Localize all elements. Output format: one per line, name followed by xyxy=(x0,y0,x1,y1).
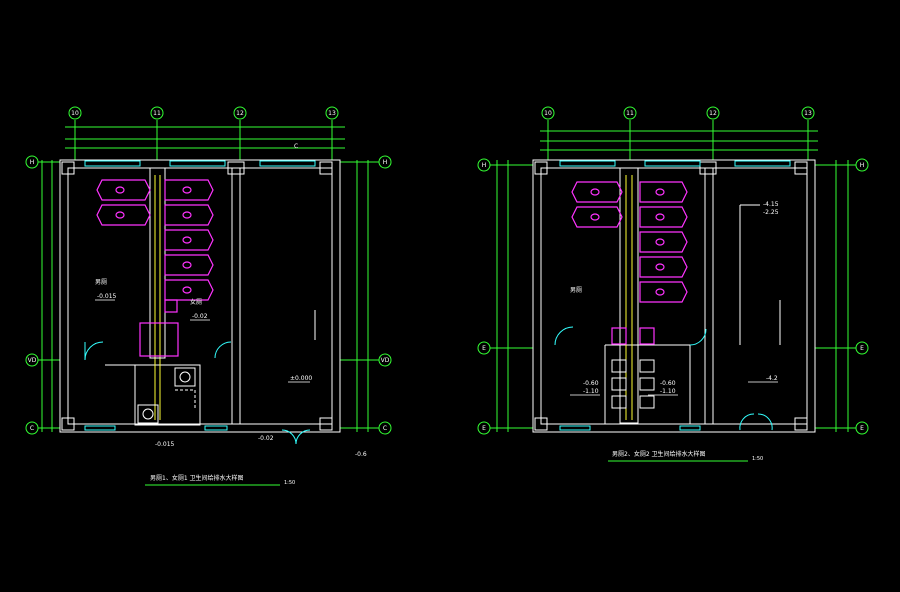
axis-label-top: 12 xyxy=(236,110,244,117)
axis-label-side: C xyxy=(383,425,387,432)
room-label: 男厕 xyxy=(570,287,582,294)
axis-label-side: H xyxy=(383,159,388,166)
elevation-label: -0.60 xyxy=(660,380,676,387)
elevation-label: -4.2 xyxy=(766,375,778,382)
axis-label-side: E xyxy=(482,345,486,352)
axis-label-top: 12 xyxy=(709,110,717,117)
axis-label-side: E xyxy=(860,345,864,352)
axis-label-side: E xyxy=(860,425,864,432)
elevation-label: -2.25 xyxy=(763,209,779,216)
axis-label-top: 10 xyxy=(71,110,79,117)
section-mark: C xyxy=(294,143,298,150)
axis-label-top: 11 xyxy=(153,110,161,117)
axis-label-side: H xyxy=(30,159,35,166)
drawing-scale: 1:50 xyxy=(284,480,295,486)
elevation-label: -0.02 xyxy=(258,435,274,442)
plan-left: 10 11 12 13 H VD C H VD C xyxy=(25,106,392,486)
axis-label-side: H xyxy=(482,162,487,169)
elevation-label: -0.6 xyxy=(355,451,367,458)
drawing-title: 男厕2、女厕2 卫生间给排水大样图 xyxy=(612,450,706,458)
axis-label-top: 13 xyxy=(804,110,812,117)
elevation-label: -4.15 xyxy=(763,201,779,208)
axis-label-side: E xyxy=(482,425,486,432)
drawing-title: 男厕1、女厕1 卫生间给排水大样图 xyxy=(150,474,244,482)
drawing-scale: 1:50 xyxy=(752,456,763,462)
elevation-label: -1.10 xyxy=(583,388,599,395)
axis-label-top: 10 xyxy=(544,110,552,117)
axis-label-side: VD xyxy=(28,357,37,364)
elevation-label: -0.02 xyxy=(192,313,208,320)
axis-label-side: C xyxy=(30,425,34,432)
elevation-label: -0.60 xyxy=(583,380,599,387)
room-label: 女厕 xyxy=(190,298,202,306)
elevation-label: ±0.000 xyxy=(290,375,312,382)
room-label: 男厕 xyxy=(95,279,107,286)
axis-label-top: 13 xyxy=(328,110,336,117)
elevation-label: -0.015 xyxy=(97,293,117,300)
plan-right: 10 11 12 13 H E E H E E xyxy=(477,106,869,462)
elevation-label: -0.015 xyxy=(155,441,175,448)
axis-label-side: VD xyxy=(381,357,390,364)
axis-label-side: H xyxy=(860,162,865,169)
axis-label-top: 11 xyxy=(626,110,634,117)
elevation-label: -1.10 xyxy=(660,388,676,395)
